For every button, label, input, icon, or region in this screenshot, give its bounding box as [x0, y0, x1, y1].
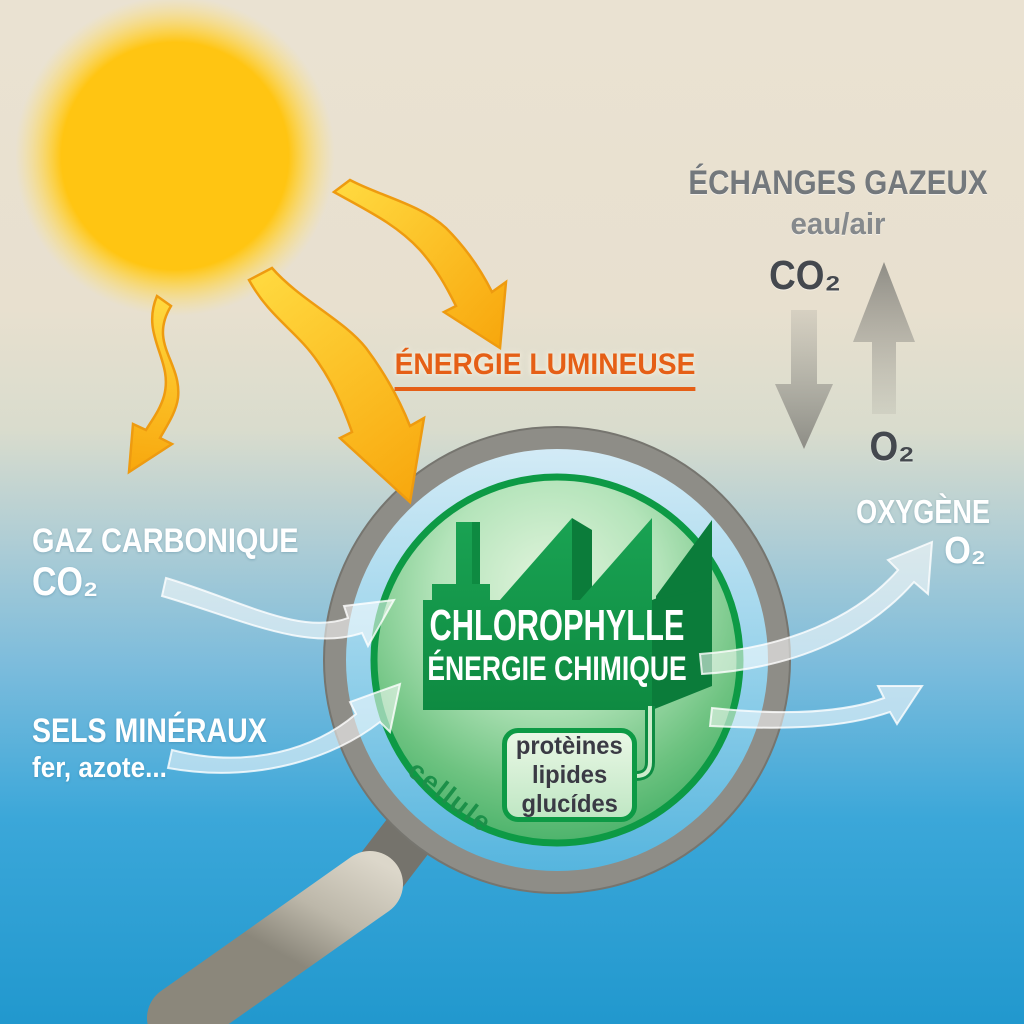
magnifier-handle [147, 819, 430, 1024]
chimney-shade [472, 522, 480, 602]
o2-up-arrow-icon [853, 262, 915, 414]
carbon-input-name: GAZ CARBONIQUE [32, 522, 299, 560]
factory-roof-tooth-1 [500, 518, 572, 600]
product-lipids: lipides [531, 760, 608, 789]
chimney-base [432, 584, 490, 604]
co2-down-arrow-icon [775, 310, 833, 449]
handle-grip [147, 851, 403, 1024]
mineral-input-detail: fer, azote... [32, 752, 167, 784]
factory-roof-tooth-2 [580, 518, 652, 600]
factory-roof-tooth-1-shade [572, 518, 592, 600]
sun-ray-arrow-middle [247, 266, 426, 505]
product-glucides: glucídes [521, 789, 618, 818]
input-output-arrows [160, 540, 934, 774]
factory-side-face [652, 578, 712, 710]
o2-air-label: O₂ [869, 423, 915, 469]
factory-subtitle: ÉNERGIE CHIMIQUE [427, 650, 687, 688]
sun-icon [15, 0, 335, 316]
input-arrow-carbon [160, 576, 396, 649]
gas-exchange-subtitle: eau/air [790, 206, 886, 241]
factory-title: CHLOROPHYLLE [429, 601, 685, 650]
oxygen-output-name: OXYGÈNE [856, 493, 990, 530]
co2-air-label: CO₂ [769, 252, 841, 298]
factory-roof-tooth-3 [656, 520, 712, 600]
product-proteins: protèines [516, 731, 623, 760]
output-arrow-o2-lower [708, 685, 924, 729]
carbon-input-formula: CO₂ [32, 560, 99, 604]
light-energy-label: ÉNERGIE LUMINEUSE [394, 350, 696, 391]
input-arrow-minerals [166, 682, 402, 774]
sun-ray-arrows [127, 178, 508, 505]
factory-icon [423, 518, 712, 781]
oxygen-output-formula: O₂ [944, 530, 986, 572]
factory-front-face [423, 600, 652, 710]
output-arrow-o2-upper [698, 540, 934, 676]
products-box: protèines lipides glucídes [502, 728, 637, 822]
mineral-input-name: SELS MINÉRAUX [32, 712, 267, 750]
sun-ray-arrow-right [331, 178, 508, 351]
gas-exchange-title: ÉCHANGES GAZEUX [688, 164, 988, 202]
sun-ray-arrow-left [127, 294, 180, 475]
